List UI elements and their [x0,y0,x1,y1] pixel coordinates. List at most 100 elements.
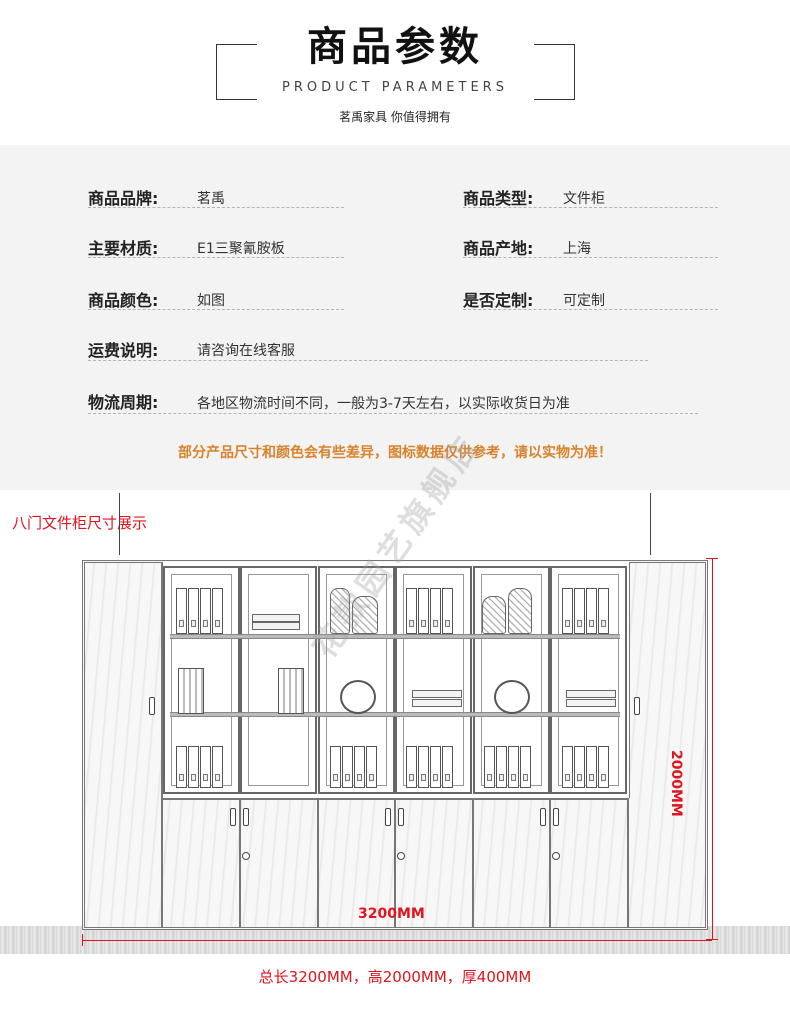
file-tray [252,614,300,622]
type-label: 商品类型: [463,189,534,208]
type-value: 文件柜 [563,191,605,207]
lower-door [473,799,550,928]
brand-label: 商品品牌: [88,189,159,208]
logistics-label: 物流周期: [88,393,159,412]
binder [562,588,573,634]
logistics-value: 各地区物流时间不同，一般为3-7天左右，以实际收货日为准 [197,396,570,412]
round-ornament [340,680,376,714]
dimension-tick [82,934,83,946]
vase-ornament [330,588,350,634]
parameters-section [0,145,790,490]
binder [342,746,353,788]
divider [463,207,718,208]
binder [188,588,199,634]
round-ornament [494,680,530,714]
divider [162,798,628,799]
origin-label: 商品产地: [463,239,534,258]
file-tray [412,690,462,698]
width-dimension-line [82,940,712,941]
binder [406,588,417,634]
shipping-label: 运费说明: [88,341,159,360]
divider [88,360,648,361]
divider [88,309,344,310]
binder [200,588,211,634]
binder [586,588,597,634]
right-side-door [628,562,706,928]
material-value: E1三聚氰胺板 [197,241,285,257]
door-handle [385,808,391,826]
file-tray [566,690,616,698]
binder [508,746,519,788]
binder [212,588,223,634]
shipping-value: 请咨询在线客服 [197,343,295,359]
lower-door [162,799,240,928]
binder [598,588,609,634]
binder [520,746,531,788]
divider [463,257,718,258]
width-dimension-label: 3200MM [358,906,425,922]
right-bracket [534,44,575,100]
binder [176,746,187,788]
door-handle [243,808,249,826]
file-tray [412,699,462,707]
height-dimension-label: 2000MM [668,750,684,817]
brand-value: 茗禹 [197,191,225,207]
book-stack [278,668,304,714]
lower-door [395,799,473,928]
page-title: 商品参数 [307,24,483,70]
binder [442,588,453,634]
header-section [0,0,790,145]
binder [330,746,341,788]
book-stack [178,668,204,714]
figure-caption: 八门文件柜尺寸展示 [12,514,148,532]
binder [574,588,585,634]
lower-door [550,799,628,928]
divider [88,413,698,414]
binder [586,746,597,788]
shelf [170,712,620,717]
lock-icon [552,852,560,860]
material-label: 主要材质: [88,239,159,258]
binder [366,746,377,788]
total-dimensions-text: 总长3200MM，高2000MM，厚400MM [258,968,532,986]
binder [406,746,417,788]
door-handle [149,697,155,715]
page-subtitle: PRODUCT PARAMETERS [282,80,508,95]
left-side-door [84,562,162,928]
wall-line [650,493,651,555]
binder [484,746,495,788]
height-dimension-line [712,558,713,940]
file-tray [252,622,300,630]
lock-icon [242,852,250,860]
binder [418,588,429,634]
door-handle [553,808,559,826]
shelf [170,634,620,639]
vase-ornament [352,596,378,634]
binder [200,746,211,788]
door-handle [540,808,546,826]
wall-line [119,493,120,555]
binder [418,746,429,788]
door-handle [398,808,404,826]
binder [176,588,187,634]
origin-value: 上海 [563,241,591,257]
binder [430,588,441,634]
binder [188,746,199,788]
dimension-tick [706,558,718,559]
color-label: 商品颜色: [88,291,159,310]
vase-ornament [508,588,532,634]
lock-icon [397,852,405,860]
notice-text: 部分产品尺寸和颜色会有些差异，图标数据仅供参考，请以实物为准！ [178,445,612,461]
binder [354,746,365,788]
binder [212,746,223,788]
custom-value: 可定制 [563,293,605,309]
binder [496,746,507,788]
custom-label: 是否定制: [463,291,534,310]
door-handle [634,697,640,715]
left-bracket [216,44,257,100]
color-value: 如图 [197,293,225,309]
binder [562,746,573,788]
divider [88,257,344,258]
vase-ornament [482,596,506,634]
divider [88,207,344,208]
